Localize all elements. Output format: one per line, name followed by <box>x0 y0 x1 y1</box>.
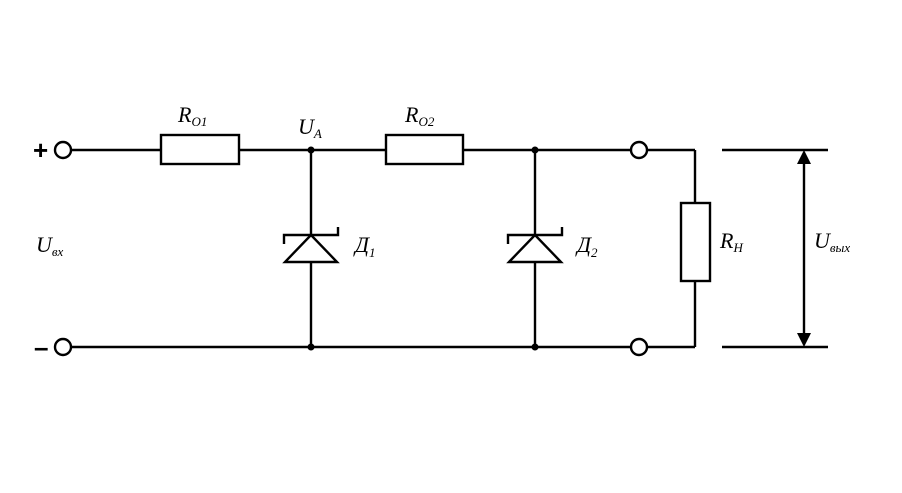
diode1-triangle <box>282 233 340 264</box>
output-arrowhead-up <box>797 150 811 164</box>
output-arrowhead-down <box>797 333 811 347</box>
r-o2-label: RO2 <box>404 102 435 129</box>
plus-sign: + <box>33 135 48 165</box>
minus-sign: – <box>34 332 48 362</box>
resistor-r-load <box>679 201 712 283</box>
diode2-triangle <box>506 233 564 264</box>
terminals <box>53 140 649 357</box>
resistor-r-o2 <box>384 133 465 166</box>
zener-diode-2 <box>506 227 564 264</box>
diode-1-label: Д1 <box>353 232 376 260</box>
output-terminal-bottom <box>629 337 649 357</box>
junction-bottom-a <box>307 343 315 351</box>
r-o1-label: RO1 <box>177 102 207 129</box>
junction-top-a <box>307 146 315 154</box>
r-load-label: RН <box>719 228 743 255</box>
junctions <box>307 146 539 351</box>
output-terminal-top <box>629 140 649 160</box>
diode1-zener-bar <box>282 227 340 244</box>
junction-bottom-b <box>531 343 539 351</box>
output-voltage-label: Uвых <box>814 228 850 255</box>
input-terminal-plus <box>53 140 73 160</box>
diode-2-label: Д2 <box>575 232 598 260</box>
input-terminal-minus <box>53 337 73 357</box>
resistor-r-o1 <box>159 133 241 166</box>
input-voltage-label: Uвх <box>36 232 64 259</box>
wires <box>71 148 697 349</box>
junction-top-b <box>531 146 539 154</box>
node-a-label: UA <box>298 114 322 141</box>
output-voltage-indicator <box>722 148 828 349</box>
zener-diode-1 <box>282 227 340 264</box>
diode2-zener-bar <box>506 227 564 244</box>
